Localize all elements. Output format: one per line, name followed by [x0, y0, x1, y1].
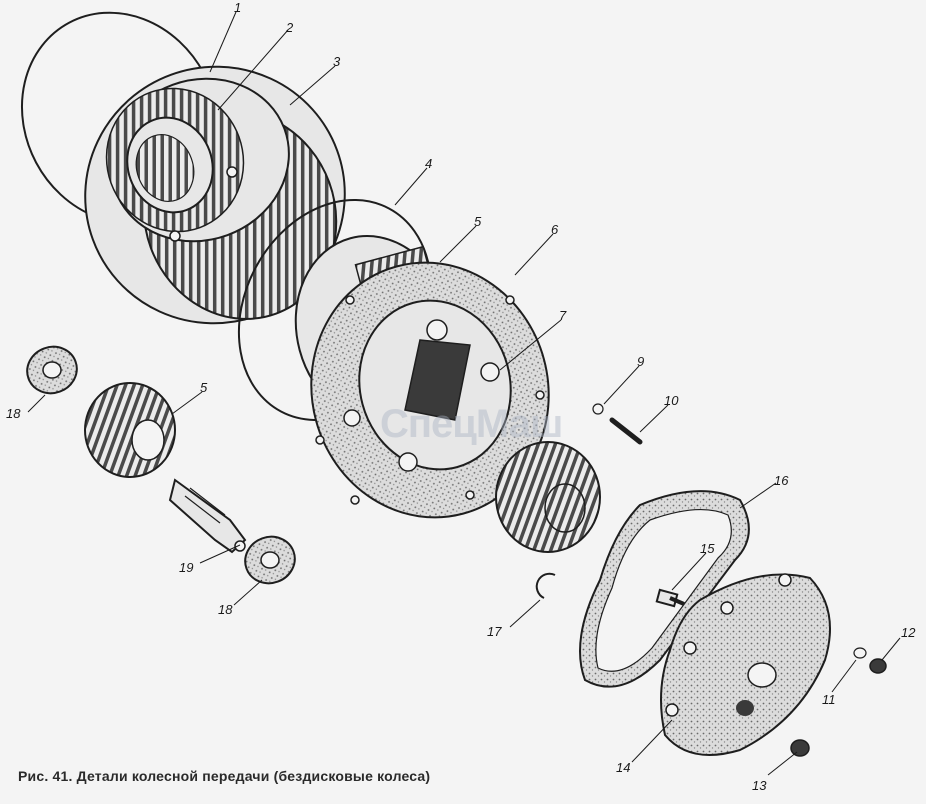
planet-axle-part-19: [168, 478, 247, 554]
label-5-top: 5: [474, 214, 482, 229]
label-14: 14: [616, 760, 630, 775]
planet-carrier-part-6: [294, 235, 550, 519]
part-labels: 1 2 3 4 5 6 7 9 10 18 5 19 18 17 15 16 1…: [6, 0, 916, 793]
label-18-left: 18: [6, 406, 21, 421]
sun-gear: [495, 441, 601, 553]
thrust-washer-part-18-right: [244, 535, 296, 585]
label-6: 6: [551, 222, 559, 237]
leader-lines: [27, 11, 901, 776]
watermark-logo: СпецМаш: [380, 402, 563, 446]
label-15: 15: [700, 541, 715, 556]
label-19: 19: [179, 560, 193, 575]
ring-gear-assembly-part-2-3: [84, 65, 346, 325]
label-3: 3: [333, 54, 341, 69]
pin-part-10: [609, 417, 643, 445]
planet-gear-part-5: [84, 382, 176, 478]
figure-caption: Рис. 41. Детали колесной передачи (безди…: [18, 768, 431, 784]
plug-part-13: [790, 739, 810, 757]
nut-part-12: [869, 658, 887, 674]
thrust-washer-part-18-left: [26, 345, 78, 395]
circlip-part-17: [535, 572, 556, 599]
label-11: 11: [822, 692, 836, 707]
label-16: 16: [774, 473, 789, 488]
label-13: 13: [752, 778, 767, 793]
label-5-left: 5: [200, 380, 208, 395]
label-9: 9: [637, 354, 644, 369]
label-1: 1: [234, 0, 241, 15]
cover-part-14: [660, 573, 831, 756]
lock-ring-part-9: [592, 403, 604, 415]
label-17: 17: [487, 624, 502, 639]
label-4: 4: [425, 156, 432, 171]
label-2: 2: [285, 20, 294, 35]
lock-washer-part-11: [853, 647, 867, 659]
label-12: 12: [901, 625, 916, 640]
label-18-right: 18: [218, 602, 233, 617]
label-10: 10: [664, 393, 679, 408]
label-7: 7: [559, 308, 567, 323]
bolt-part-15: [655, 588, 685, 608]
